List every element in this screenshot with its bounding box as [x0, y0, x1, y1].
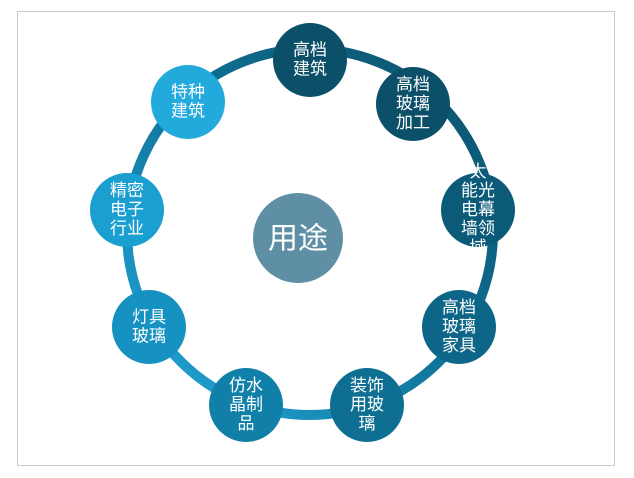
node-label-line: 建筑	[293, 60, 327, 80]
center-circle	[253, 193, 343, 283]
node-label-line: 玻璃	[442, 317, 476, 337]
node-label-line: 灯具	[132, 308, 166, 328]
node-label-line: 精密	[110, 181, 144, 201]
node-label-line: 璃	[359, 414, 376, 434]
node-label-line: 行业	[110, 219, 144, 239]
node-circle	[273, 23, 347, 97]
node-label-line: 太	[470, 162, 487, 182]
node-label-line: 加工	[396, 113, 430, 133]
node-label-line: 玻璃	[396, 94, 430, 114]
center-node: 用途	[253, 193, 343, 283]
node-label-line: 高档	[396, 75, 430, 95]
node-label-line: 家具	[442, 336, 476, 356]
node-circle	[441, 173, 515, 247]
node-label-line: 高档	[293, 41, 327, 61]
node-label-line: 玻璃	[132, 327, 166, 347]
node-label-line: 特种	[171, 83, 205, 103]
node-circle	[151, 65, 225, 139]
node-label-line: 仿水	[229, 376, 263, 396]
node-circle	[376, 67, 450, 141]
node-label-line: 建筑	[171, 102, 205, 122]
nodes-layer: 高档建筑高档玻璃加工太能光电幕墙领域高档玻璃家具装饰用玻璃仿水晶制品灯具玻璃精密…	[90, 23, 515, 442]
node-circle	[209, 368, 283, 442]
node-label-line: 高档	[442, 298, 476, 318]
node-circle	[112, 290, 186, 364]
node-circle	[90, 173, 164, 247]
node-label-line: 装饰	[350, 376, 384, 396]
node-label-line: 用玻	[350, 395, 384, 415]
node-label-line: 电幕	[461, 200, 495, 220]
node-label-line: 墙领	[461, 219, 495, 239]
node-label-line: 晶制	[229, 395, 263, 415]
node-circle	[330, 368, 404, 442]
node-label-line: 品	[238, 414, 255, 434]
node-circle	[422, 290, 496, 364]
node-label-line: 域	[470, 238, 487, 258]
node-label-line: 电子	[110, 200, 144, 220]
node-label-line: 能光	[461, 181, 495, 201]
center-label: 用途	[268, 222, 328, 257]
